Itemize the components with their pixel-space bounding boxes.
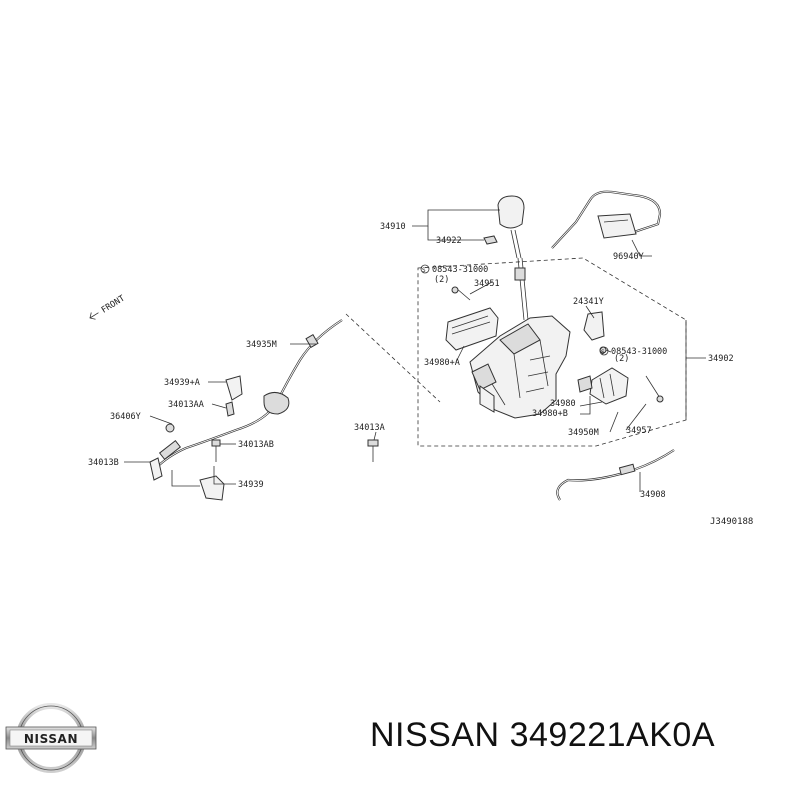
label-qty-1: (2) (434, 275, 449, 285)
logo-text: NISSAN (24, 732, 78, 746)
clip-34013A (367, 439, 379, 462)
console-trim (551, 190, 662, 249)
cable-end-34957 (645, 375, 664, 403)
leader-lines (124, 209, 706, 492)
label-34935M: 34935M (246, 340, 277, 350)
label-34908: 34908 (640, 490, 666, 500)
label-96940Y: 96940Y (613, 252, 644, 262)
label-34951: 34951 (474, 279, 500, 289)
label-34922: 34922 (436, 236, 462, 246)
front-label: FRONT (100, 294, 127, 316)
label-34939A: 34939+A (164, 378, 200, 388)
label-24341Y: 24341Y (573, 297, 604, 307)
label-08543-31000-b: 08543-31000 (611, 347, 667, 357)
label-34980A: 34980+A (424, 358, 460, 368)
brand-name: NISSAN (370, 716, 500, 754)
bolt-34951 (451, 286, 471, 301)
bracket-34939A (225, 375, 243, 401)
detent-unit (577, 367, 629, 405)
shift-lever-assembly (469, 315, 571, 419)
indicator-panel (445, 307, 499, 351)
label-36406Y: 36406Y (110, 412, 141, 422)
nissan-logo: NISSAN (5, 703, 97, 773)
label-08543-31000: 08543-31000 (432, 265, 488, 275)
shift-lever (514, 257, 529, 321)
label-qty-2: (2) (614, 354, 629, 364)
shift-knob (497, 195, 525, 259)
symbol-s-icon (420, 264, 430, 274)
part-number: 349221AK0A (509, 716, 715, 754)
label-34957: 34957 (626, 426, 652, 436)
label-34902: 34902 (708, 354, 734, 364)
label-34013B: 34013B (88, 458, 119, 468)
grommet-36406Y (165, 423, 175, 433)
knob-clip (483, 235, 498, 245)
svg-text:S: S (422, 267, 426, 274)
harness-24341Y (583, 311, 605, 341)
label-34939: 34939 (238, 480, 264, 490)
bracket-34939 (199, 475, 225, 501)
label-34013A: 34013A (354, 423, 385, 433)
clip-34013AA (225, 401, 235, 417)
label-34980: 34980 (550, 399, 576, 409)
clip-34013AB (211, 439, 221, 462)
label-34910: 34910 (380, 222, 406, 232)
front-arrow: FRONT (89, 294, 127, 320)
svg-text:S: S (601, 349, 605, 356)
label-34980B: 34980+B (532, 409, 568, 419)
cable-link (345, 313, 441, 403)
label-34950M: 34950M (568, 428, 599, 438)
label-34013AB: 34013AB (238, 440, 274, 450)
cable-34908 (556, 449, 675, 501)
part-labels: 34910 34922 96940Y S 08543-31000 (2) 349… (88, 222, 734, 500)
reference-code: J3490188 (710, 517, 753, 527)
label-34013AA: 34013AA (168, 400, 204, 410)
